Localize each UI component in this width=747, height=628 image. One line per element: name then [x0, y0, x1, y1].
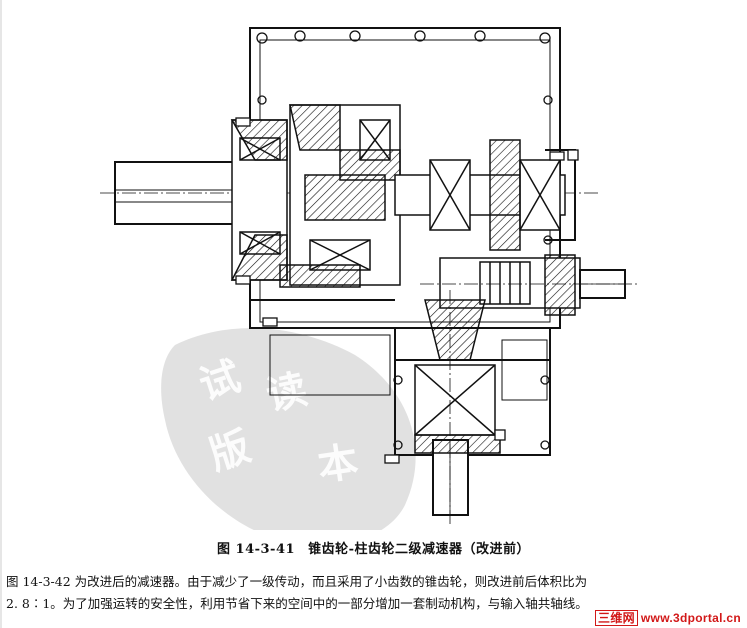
left-bearing-housing	[230, 119, 288, 281]
page-edge-divider	[0, 0, 2, 628]
watermark-brand: 三维网	[595, 610, 638, 626]
gearbox-drawing: 试 读 版 本	[100, 27, 640, 530]
figure-title: 锥齿轮-柱齿轮二级减速器（改进前）	[308, 542, 530, 557]
svg-text:本: 本	[315, 438, 361, 490]
gear-block-center	[279, 104, 401, 288]
lower-bevel-shaft	[414, 290, 501, 525]
output-shaft	[420, 254, 640, 316]
body-line-2: 2. 8∶1。为了加强运转的安全性，利用节省下来的空间中的一部分增加一套制动机构…	[6, 596, 588, 611]
figure-number: 图 14-3-41	[217, 542, 296, 557]
watermark-url: www.3dportal.cn	[640, 611, 741, 625]
figure-caption: 图 14-3-41 锥齿轮-柱齿轮二级减速器（改进前）	[0, 538, 747, 557]
bolt-heads	[235, 117, 579, 464]
intermediate-shaft	[394, 139, 576, 251]
body-line-1: 图 14-3-42 为改进后的减速器。由于减少了一级传动，而且采用了小齿数的锥齿…	[6, 574, 588, 589]
stamp-watermark: 试 读 版 本	[161, 328, 416, 530]
body-paragraph: 图 14-3-42 为改进后的减速器。由于减少了一级传动，而且采用了小齿数的锥齿…	[6, 571, 744, 615]
